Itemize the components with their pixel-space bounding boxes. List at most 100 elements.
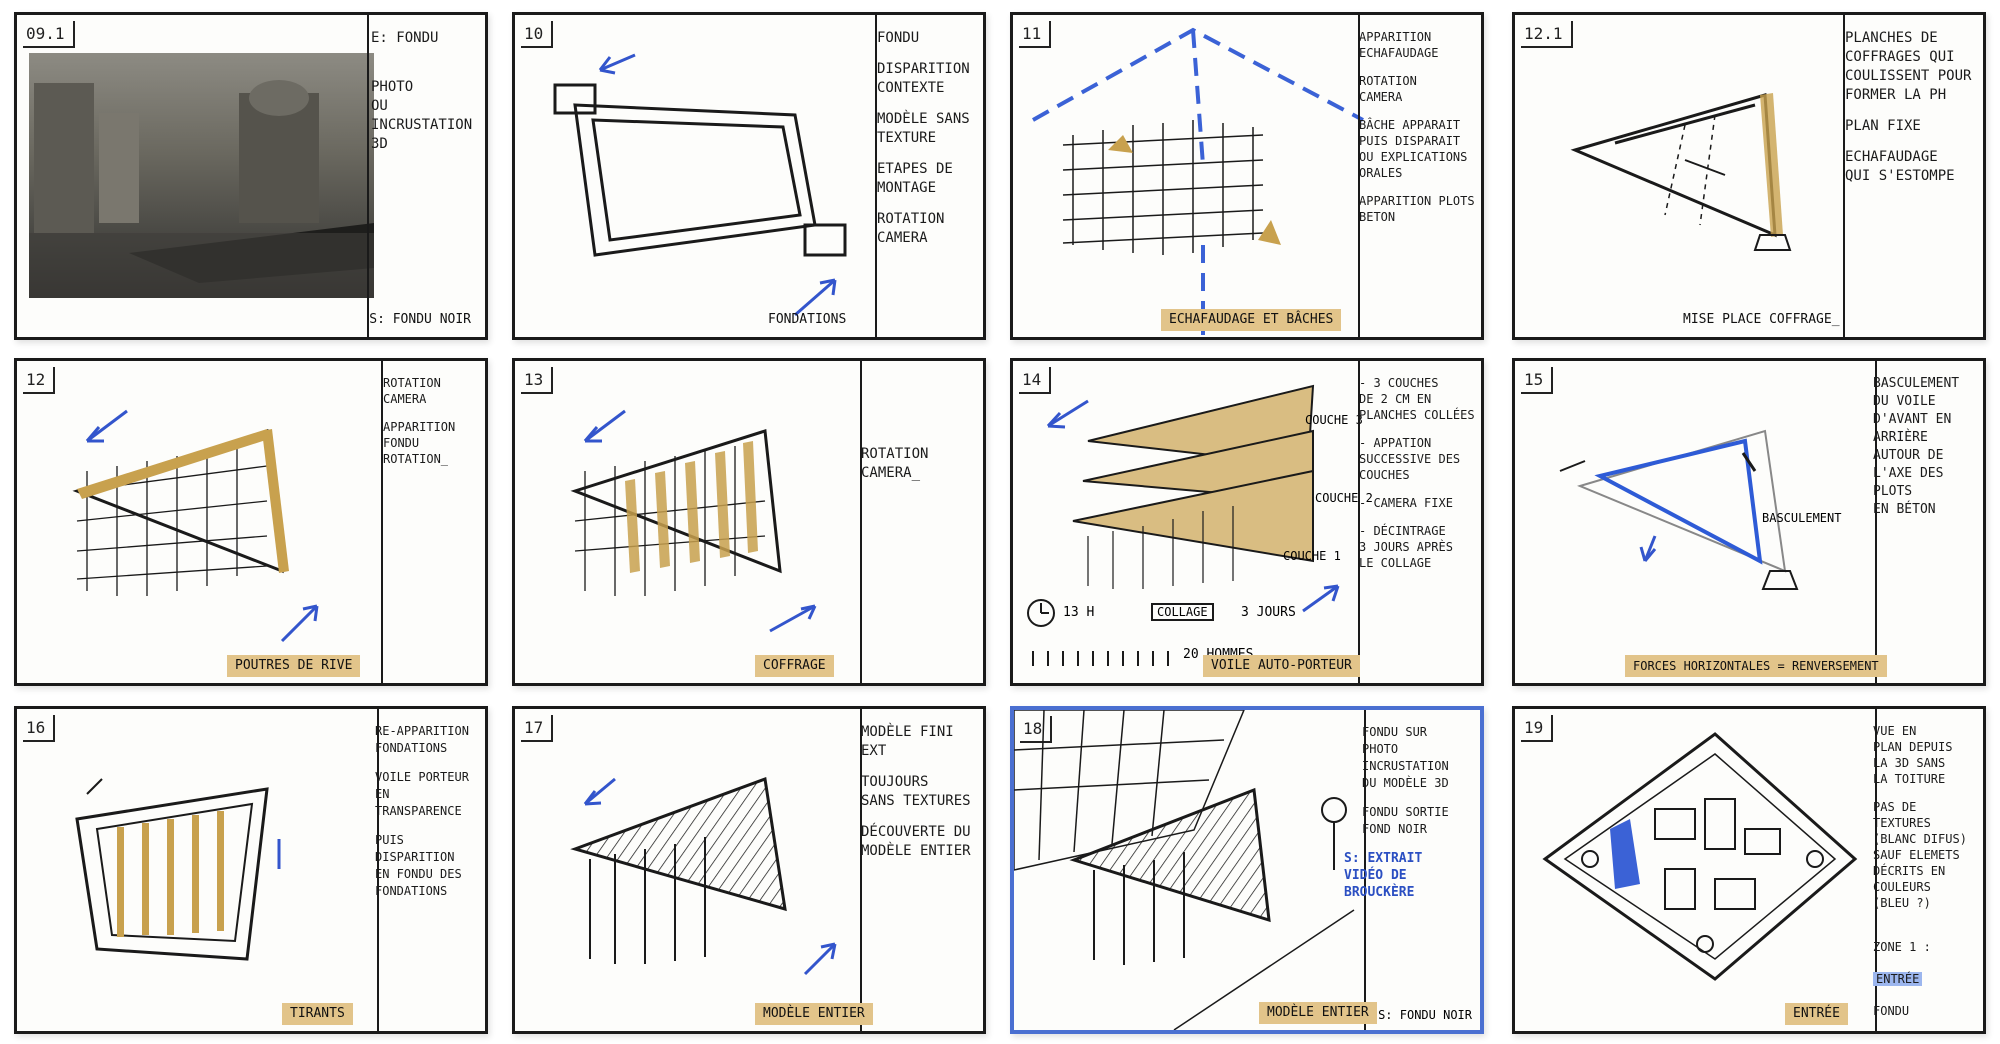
shell-layers-sketch [1027,384,1340,666]
panel-caption: MISE PLACE COFFRAGE_ [1683,312,1840,327]
note: TOUJOURS SANS TEXTURES [861,774,971,809]
panel-divider [875,15,877,337]
panel-number: 12 [23,367,56,394]
panel-divider [1875,709,1877,1031]
panel-divider [1875,361,1877,683]
time-label: 13 H [1063,605,1095,620]
storyboard-panel-11: 11 APPARITION ECHAFAUDAGE ROTATION CAMER… [1010,12,1484,340]
tilt-label: BASCULEMENT [1762,511,1842,525]
note: ECHAFAUDAGE QUI S'ESTOMPE [1845,149,1955,184]
panel-divider [860,361,862,683]
storyboard-panel-13: 13 ROTATION CAMERA_ COFFRAGE [512,358,986,686]
note: ROTATION CAMERA_ [861,446,929,481]
note: FONDU SUR PHOTO INCRUSTATION DU MODÈLE 3… [1362,725,1449,790]
storyboard-panel-12-1: 12.1 PLANCHES DE COFFRAGES QUI COULISSEN… [1512,12,1986,340]
edge-beams-sketch [72,409,319,643]
note: DISPARITION CONTEXTE [877,61,970,96]
panel-number: 14 [1019,367,1052,394]
storyboard-panel-09-1: 09.1 E: FONDU PHOTO OU INCRUSTATION 3D S… [14,12,488,340]
note: BASCULEMENT DU VOILE D'AVANT EN ARRIÈRE … [1873,376,1960,517]
panel-number: 11 [1019,21,1052,48]
note: APPARITION PLOTS BETON [1359,194,1475,224]
extract-note: S: EXTRAIT VIDÉO DE BROUCKÈRE [1344,851,1423,900]
panel-divider [377,709,379,1031]
panel-number: 15 [1521,367,1554,394]
formwork-sketch [1570,93,1792,251]
panel-caption: ECHAFAUDAGE ET BÂCHES [1161,309,1342,331]
panel-divider [1358,15,1360,337]
panel-notes: - 3 COUCHES DE 2 CM EN PLANCHES COLLÉES … [1359,375,1475,583]
complete-model-sketch [570,776,837,976]
panel-caption: S: FONDU NOIR [369,312,471,327]
storyboard-panel-18: 18 FONDU SUR PHOTO INCRUSTATION DU MODÈL… [1010,706,1484,1034]
panel-number: 13 [521,367,554,394]
note: E: FONDU [371,30,439,46]
note: MODÈLE SANS TEXTURE [877,111,970,146]
note: ROTATION CAMERA [383,376,441,406]
scaffolding-sketch [1032,27,1364,335]
days-label: 3 JOURS [1241,605,1296,620]
panel-divider [1358,361,1360,683]
panel-caption: FONDATIONS [768,312,847,327]
panel-notes: FONDU SUR PHOTO INCRUSTATION DU MODÈLE 3… [1344,724,1474,913]
panel-divider [860,709,862,1031]
storyboard-panel-17: 17 MODÈLE FINI EXT TOUJOURS SANS TEXTURE… [512,706,986,1034]
panel-number: 10 [521,21,554,48]
panel-notes: MODÈLE FINI EXT TOUJOURS SANS TEXTURES D… [861,723,977,873]
zone-line: ZONE 1 : ENTRÉE FONDU [1873,923,1977,1019]
note: DÉCOUVERTE DU MODÈLE ENTIER [861,824,971,859]
note: PUIS DISPARITION EN FONDU DES FONDATIONS [375,833,462,898]
note: ETAPES DE MONTAGE [877,161,953,196]
panel-number: 12.1 [1521,21,1573,48]
panel-caption: VOILE AUTO-PORTEUR [1203,655,1360,677]
panel-divider [367,15,369,337]
panel-notes: BASCULEMENT DU VOILE D'AVANT EN ARRIÈRE … [1873,375,1977,531]
note: - CAMERA FIXE [1359,496,1453,510]
photo-incrustation-sketch [1014,710,1355,1030]
panel-number: 09.1 [23,21,75,48]
street-photo [29,53,374,298]
panel-notes: APPARITION ECHAFAUDAGE ROTATION CAMERA B… [1359,29,1475,237]
panel-caption: MODÈLE ENTIER [755,1003,873,1025]
note: APPARITION ECHAFAUDAGE [1359,30,1439,60]
panel-divider [381,361,383,683]
note: RE-APPARITION FONDATIONS [375,724,469,755]
panel-caption: TIRANTS [282,1003,353,1025]
foundations-sketch [553,53,847,317]
exit-note: S: FONDU NOIR [1378,1008,1472,1022]
note: PLAN FIXE [1845,118,1921,134]
note: PLANCHES DE COFFRAGES QUI COULISSENT POU… [1845,30,1972,103]
note: VUE EN PLAN DEPUIS LA 3D SANS LA TOITURE [1873,724,1953,786]
panel-number: 19 [1521,715,1554,742]
panel-notes: FONDU DISPARITION CONTEXTE MODÈLE SANS T… [877,29,977,260]
panel-caption: MODÈLE ENTIER [1259,1002,1377,1024]
note: VOILE PORTEUR EN TRANSPARENCE [375,770,469,818]
panel-caption: ENTRÉE [1785,1003,1848,1025]
note: - APPATION SUCCESSIVE DES COUCHES [1359,436,1461,482]
panel-caption: FORCES HORIZONTALES = RENVERSEMENT [1625,655,1887,677]
panel-divider [1843,15,1845,337]
note: FONDU SORTIE FOND NOIR [1362,805,1449,836]
panel-notes: PLANCHES DE COFFRAGES QUI COULISSENT POU… [1845,29,1977,198]
tie-rods-sketch [75,778,281,961]
panel-notes: RE-APPARITION FONDATIONS VOILE PORTEUR E… [375,723,479,912]
formwork-planks-sketch [570,409,817,633]
panel-caption: POUTRES DE RIVE [227,655,361,677]
panel-number: 18 [1020,716,1053,743]
panel-caption: COFFRAGE [755,655,834,677]
note: APPARITION FONDU ROTATION_ [383,420,456,466]
note: - 3 COUCHES DE 2 CM EN PLANCHES COLLÉES [1359,376,1475,422]
panel-number: 16 [23,715,56,742]
note: MODÈLE FINI EXT [861,724,954,759]
note: PAS DE TEXTURES (BLANC DIFUS) SAUF ELEME… [1873,800,1967,910]
note: ROTATION CAMERA [1359,74,1417,104]
layer-label: COUCHE 3 [1305,413,1363,427]
collage-label: COLLAGE [1151,603,1214,621]
storyboard-panel-14: 14 COUCHE 3 COUCHE 2 COUCHE 1 13 H COLLA… [1010,358,1484,686]
panel-notes: ROTATION CAMERA APPARITION FONDU ROTATIO… [383,375,479,479]
storyboard-panel-15: 15 BASCULEMENT BASCULEMENT DU VOILE D'AV… [1512,358,1986,686]
photo-sketch [29,80,374,298]
tilting-sketch [1559,429,1799,590]
plan-view-sketch [1542,732,1858,981]
panel-number: 17 [521,715,554,742]
